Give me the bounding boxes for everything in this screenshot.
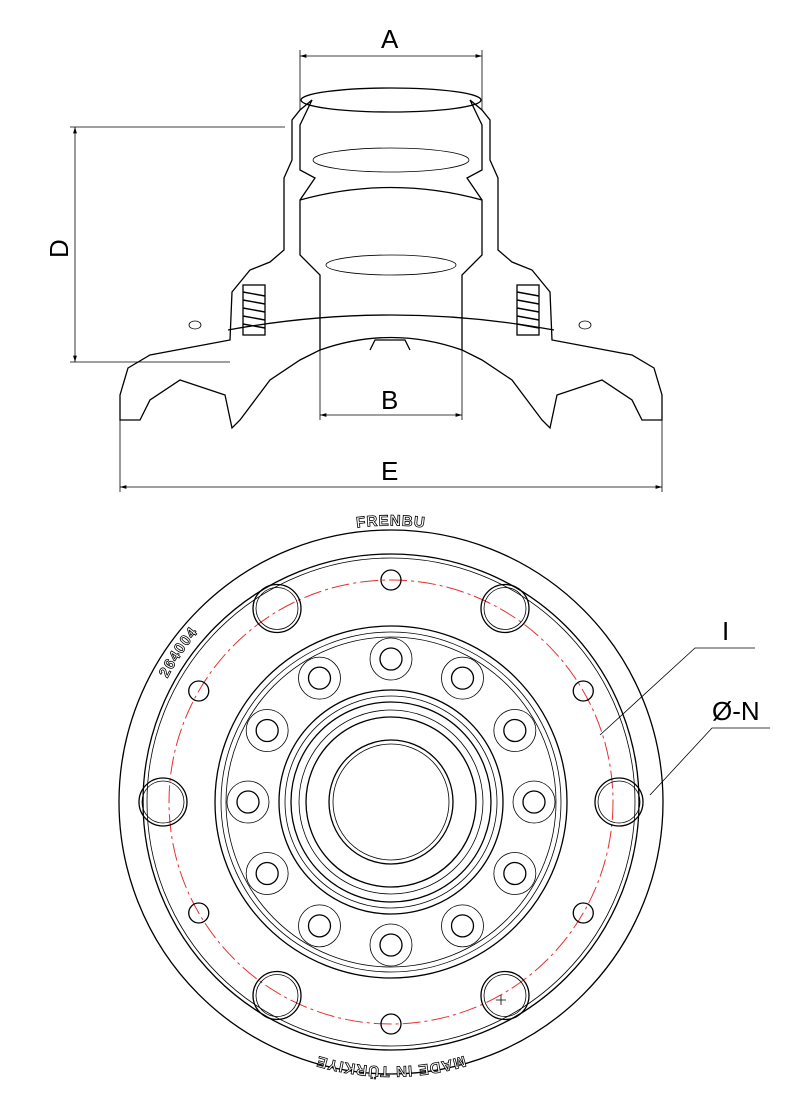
- brand-text: FRENBU: [355, 512, 426, 531]
- origin-text: MADE IN TÜRKIYE: [314, 1052, 467, 1080]
- bolt-hole: [252, 970, 302, 1021]
- inner-hole-boss: [245, 709, 289, 752]
- inner-hole-boss: [369, 637, 413, 681]
- inner-hole-boss: [441, 656, 484, 700]
- inner-hole: [379, 933, 403, 957]
- section-view: A B D E: [44, 24, 663, 492]
- inner-hole: [236, 790, 260, 814]
- small-holes: [188, 569, 594, 1035]
- inner-hole-boss: [493, 852, 537, 895]
- small-hole: [572, 680, 594, 702]
- inner-hole-boss: [298, 656, 341, 700]
- inner-hole-boss: [245, 852, 289, 895]
- inner-hole: [450, 666, 475, 690]
- inner-hole: [307, 666, 332, 690]
- bolt-hole: [480, 970, 530, 1021]
- dimension-e-label: E: [381, 456, 398, 486]
- bolt-hole: [594, 777, 644, 827]
- bolt-hole: [252, 583, 302, 634]
- inner-hole-boss: [369, 923, 413, 967]
- inner-hole: [503, 718, 527, 743]
- inner-hole: [255, 861, 279, 886]
- inner-hole-boss: [493, 709, 537, 752]
- inner-hole-boss: [441, 904, 484, 948]
- small-hole: [572, 902, 594, 924]
- small-hole: [188, 902, 210, 924]
- bolt-hole-inner: [597, 780, 641, 824]
- inner-hole: [503, 861, 527, 886]
- bolt-hole-inner: [255, 587, 299, 630]
- wheel-bolt-holes: [138, 583, 644, 1021]
- small-hole: [380, 1013, 402, 1035]
- inner-hole-boss: [298, 904, 341, 948]
- inner-hole: [450, 914, 475, 938]
- dimension-b-label: B: [381, 385, 398, 415]
- dimension-a-label: A: [381, 24, 399, 54]
- inner-hole: [522, 790, 546, 814]
- bolt-hole-inner: [141, 780, 185, 824]
- bolt-hole-inner: [483, 974, 527, 1017]
- front-view: FRENBU 264004 MADE IN TÜRKIYE I Ø-N: [118, 512, 770, 1080]
- label-i: I: [722, 616, 729, 646]
- label-diameter-n: Ø-N: [712, 696, 760, 726]
- inner-hole-boss: [512, 780, 556, 824]
- small-hole: [188, 680, 210, 702]
- inner-hole: [307, 914, 332, 938]
- bolt-hole: [480, 583, 530, 634]
- inner-bolt-holes: [226, 637, 556, 967]
- inner-hole-boss: [226, 780, 270, 824]
- small-hole: [380, 569, 402, 591]
- inner-hole: [255, 718, 279, 743]
- bolt-hole-inner: [483, 587, 527, 630]
- dimension-d-label: D: [44, 239, 74, 258]
- inner-hole: [379, 647, 403, 671]
- bolt-hole-inner: [255, 974, 299, 1017]
- bolt-hole: [138, 777, 188, 827]
